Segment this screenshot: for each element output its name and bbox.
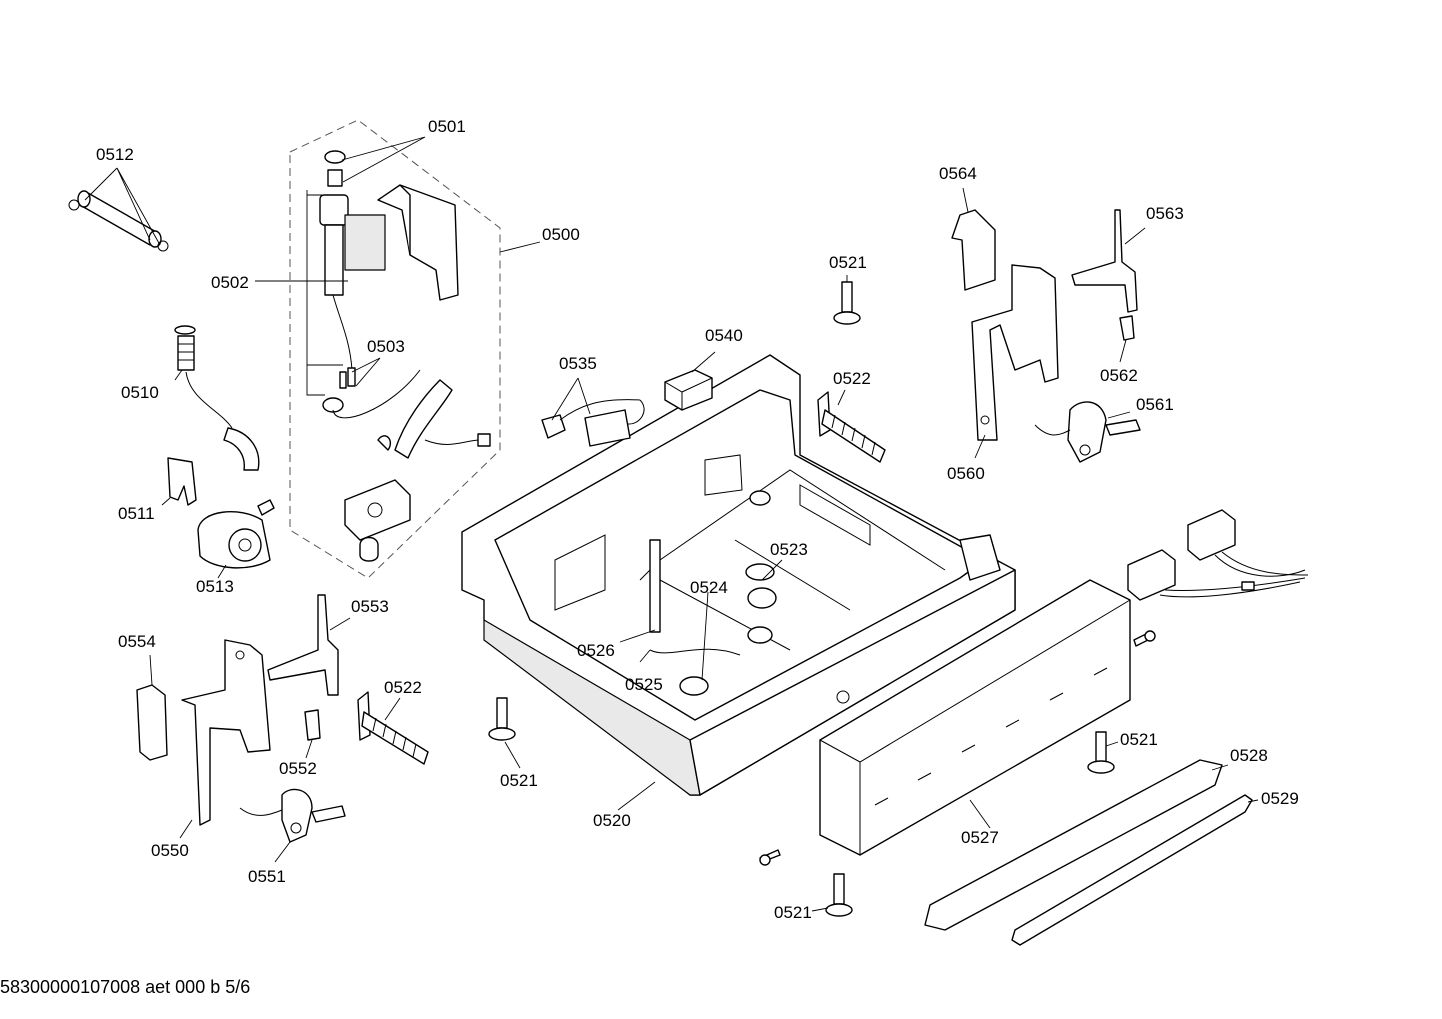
- label-0521-bottom: 0521: [774, 903, 812, 922]
- label-0526: 0526: [577, 641, 615, 660]
- screw-0521-small: [759, 849, 781, 866]
- assembly-boundary-0500: [289, 119, 501, 579]
- hose-0512: [68, 190, 169, 252]
- label-0503: 0503: [367, 337, 405, 356]
- bracket-0550: [181, 639, 271, 826]
- label-0521-mid: 0521: [500, 771, 538, 790]
- screw-0521-mid: [488, 697, 516, 741]
- label-0512: 0512: [96, 145, 134, 164]
- sensor-0551: [239, 788, 346, 843]
- label-0551: 0551: [248, 867, 286, 886]
- wire-harness: [1127, 509, 1309, 601]
- label-0521-top: 0521: [829, 253, 867, 272]
- bracket-0564: [951, 209, 996, 291]
- label-0535: 0535: [559, 354, 597, 373]
- label-0540: 0540: [705, 326, 743, 345]
- trim-0529: [1011, 794, 1253, 946]
- clip-0552: [304, 709, 321, 741]
- wiring-0535: [541, 399, 645, 447]
- label-0513: 0513: [196, 577, 234, 596]
- bracket-0553: [267, 594, 339, 696]
- label-0550: 0550: [151, 841, 189, 860]
- label-0500: 0500: [542, 225, 580, 244]
- bracket-0560: [971, 264, 1059, 441]
- label-0561: 0561: [1136, 395, 1174, 414]
- corrugated-hose-0510: [174, 325, 260, 471]
- label-0563: 0563: [1146, 204, 1184, 223]
- spring-0522-lower: [357, 691, 429, 765]
- leader-lines: [84, 136, 1259, 912]
- label-0502: 0502: [211, 273, 249, 292]
- label-0525: 0525: [625, 675, 663, 694]
- label-0501: 0501: [428, 117, 466, 136]
- screw-0521-right: [1087, 731, 1115, 774]
- document-reference: 58300000107008 aet 000 b 5/6: [0, 977, 251, 997]
- screw-0521-top: [833, 281, 861, 325]
- clip-0562: [1119, 315, 1135, 341]
- screw-0521-bottom: [825, 873, 853, 917]
- sensor-0561: [1034, 401, 1141, 463]
- label-0527: 0527: [961, 828, 999, 847]
- screw-plinth-right: [1133, 630, 1156, 647]
- label-0523: 0523: [770, 540, 808, 559]
- label-0562: 0562: [1100, 366, 1138, 385]
- label-0564: 0564: [939, 164, 977, 183]
- connector-0540: [664, 369, 713, 411]
- label-0552: 0552: [279, 759, 317, 778]
- bracket-0563: [1071, 209, 1138, 313]
- clip-0511: [167, 457, 197, 506]
- label-0520: 0520: [593, 811, 631, 830]
- label-0522-lower: 0522: [384, 678, 422, 697]
- label-0522-upper: 0522: [833, 369, 871, 388]
- label-0560: 0560: [947, 464, 985, 483]
- plinth-0527: [819, 579, 1131, 856]
- bracket-0554: [136, 684, 168, 761]
- label-0554: 0554: [118, 632, 156, 651]
- label-0521-right: 0521: [1120, 730, 1158, 749]
- label-0553: 0553: [351, 597, 389, 616]
- pump-0513: [197, 499, 275, 569]
- label-0524: 0524: [690, 578, 728, 597]
- label-0529: 0529: [1261, 789, 1299, 808]
- base-tub-0520: [461, 354, 1016, 796]
- valve-assembly-0500: [319, 150, 491, 562]
- label-0528: 0528: [1230, 746, 1268, 765]
- label-0511: 0511: [118, 504, 155, 523]
- spring-0522-upper: [817, 391, 886, 463]
- trim-0528: [924, 759, 1223, 931]
- label-0510: 0510: [121, 383, 159, 402]
